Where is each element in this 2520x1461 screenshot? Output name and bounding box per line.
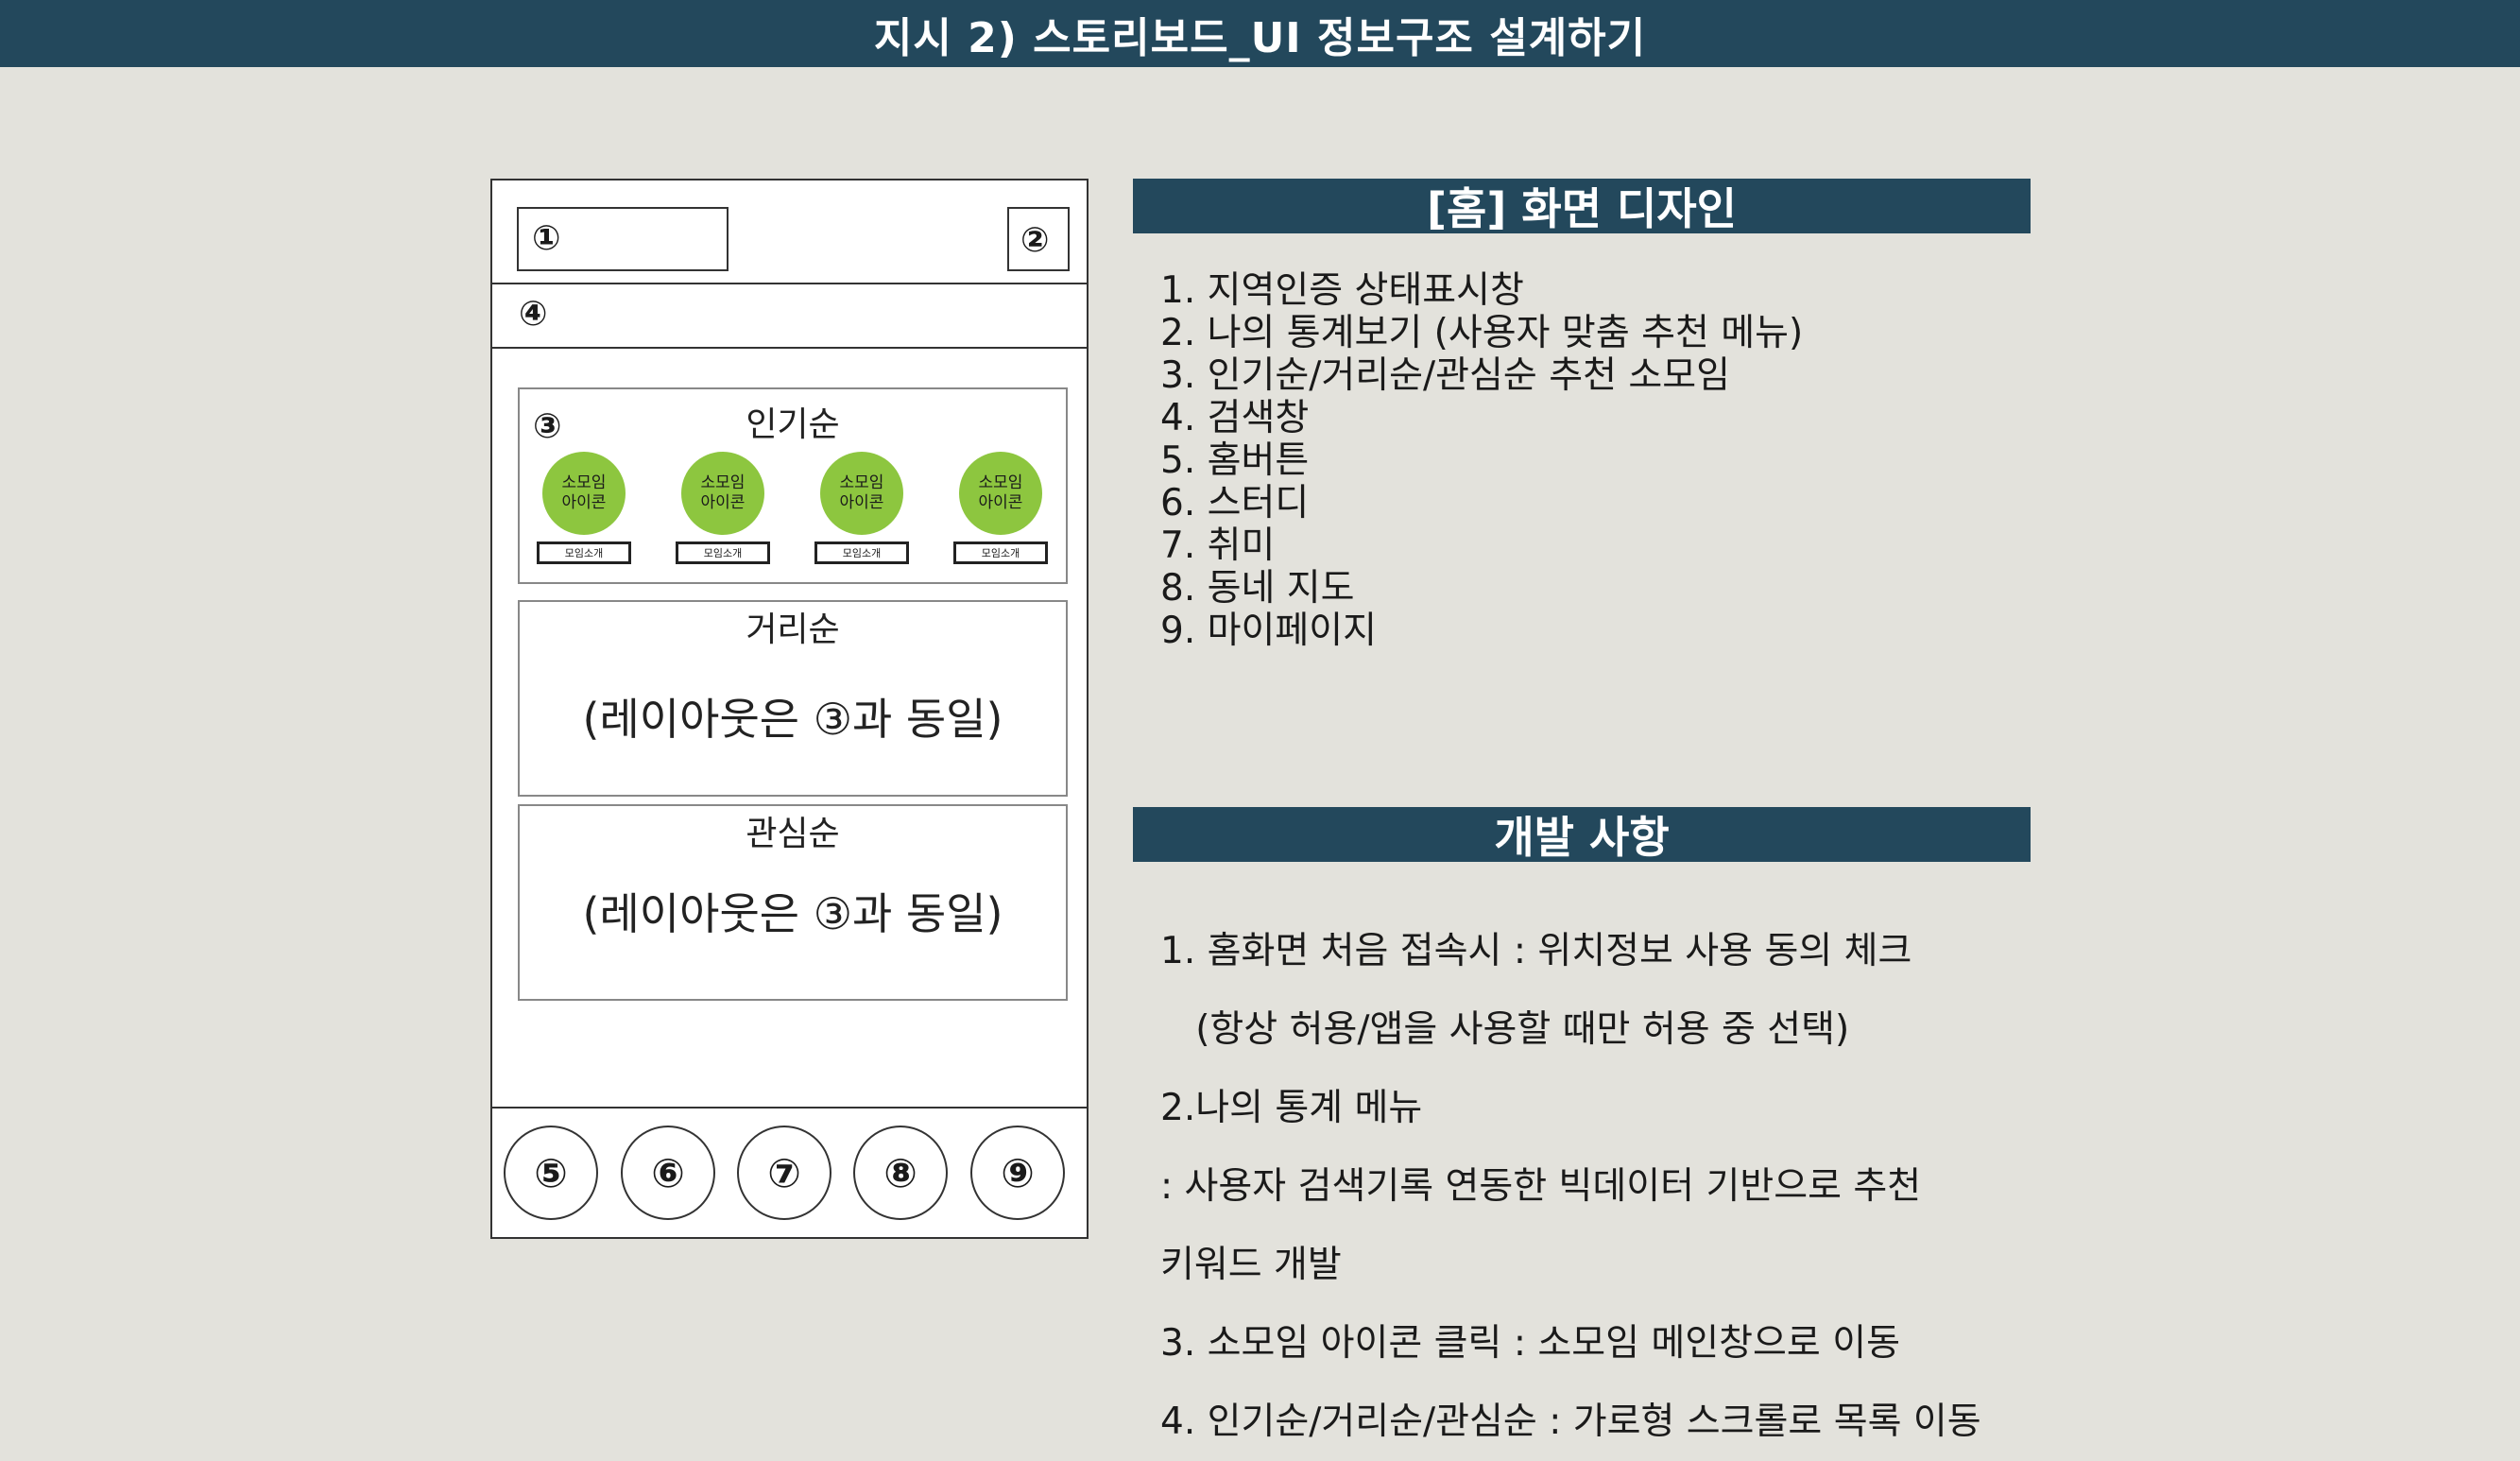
group-intro-button[interactable]: 모임소개 xyxy=(953,541,1048,564)
section-title: 관심순 xyxy=(746,815,840,853)
nav-map-button[interactable]: ⑧ xyxy=(853,1126,948,1220)
popular-section: ③ 인기순 소모임 아이콘 모임소개 소모임 아이콘 모임소개 소모임 아이콘 … xyxy=(518,387,1068,584)
list-item: 3. 인기순/거리순/관심순 추천 소모임 xyxy=(1160,354,1731,397)
divider xyxy=(492,347,1087,349)
dev-title-text: 개발 사항 xyxy=(1494,812,1670,863)
design-title-text: [홈] 화면 디자인 xyxy=(1427,183,1737,234)
list-item: (항상 허용/앱을 사용할 때만 허용 중 선택) xyxy=(1160,1008,1850,1051)
phone-wireframe: ① ② ④ ③ 인기순 소모임 아이콘 모임소개 소모임 아이콘 모임소개 소모… xyxy=(490,179,1089,1239)
dev-list: 1. 홈화면 처음 접속시 : 위치정보 사용 동의 체크 (항상 허용/앱을 … xyxy=(1160,894,1981,1461)
stats-button-box[interactable]: ② xyxy=(1007,207,1070,271)
list-item: 6. 스터디 xyxy=(1160,482,1310,524)
list-item: 3. 소모임 아이콘 클릭 : 소모임 메인창으로 이동 xyxy=(1160,1322,1900,1365)
section-title: 거리순 xyxy=(746,610,840,649)
section-title: 인기순 xyxy=(746,405,840,444)
design-list: 1. 지역인증 상태표시창 2. 나의 통계보기 (사용자 맞춤 추천 메뉴) … xyxy=(1160,269,1803,652)
list-item: 4. 인기순/거리순/관심순 : 가로형 스크롤로 목록 이동 xyxy=(1160,1401,1981,1443)
interest-section: 관심순 (레이아웃은 ③과 동일) xyxy=(518,804,1068,1001)
list-item: 2.나의 통계 메뉴 xyxy=(1160,1087,1423,1129)
marker-4: ④ xyxy=(519,295,548,334)
list-item: 5. 홈버튼 xyxy=(1160,439,1310,482)
nav-mypage-button[interactable]: ⑨ xyxy=(970,1126,1065,1220)
group-intro-button[interactable]: 모임소개 xyxy=(814,541,909,564)
group-intro-button[interactable]: 모임소개 xyxy=(537,541,631,564)
list-item: 1. 지역인증 상태표시창 xyxy=(1160,269,1524,312)
list-item: 9. 마이페이지 xyxy=(1160,610,1378,652)
marker-3: ③ xyxy=(533,407,562,446)
group-icon[interactable]: 소모임 아이콘 xyxy=(681,452,764,535)
layout-note: (레이아웃은 ③과 동일) xyxy=(582,888,1003,939)
list-item: 키워드 개발 xyxy=(1160,1244,1342,1286)
list-item: 4. 검색창 xyxy=(1160,397,1310,439)
nav-study-button[interactable]: ⑥ xyxy=(621,1126,715,1220)
dev-panel-title: 개발 사항 xyxy=(1133,807,2031,863)
group-icon[interactable]: 소모임 아이콘 xyxy=(959,452,1042,535)
divider xyxy=(492,1107,1087,1109)
group-icon[interactable]: 소모임 아이콘 xyxy=(542,452,626,535)
marker-2: ② xyxy=(1020,221,1050,260)
list-item: 7. 취미 xyxy=(1160,524,1276,567)
region-status-box: ① xyxy=(517,207,729,271)
divider xyxy=(492,283,1087,284)
distance-section: 거리순 (레이아웃은 ③과 동일) xyxy=(518,600,1068,797)
page-header: 지시 2) 스토리보드_UI 정보구조 설계하기 xyxy=(0,0,2520,67)
layout-note: (레이아웃은 ③과 동일) xyxy=(582,694,1003,745)
list-item: 2. 나의 통계보기 (사용자 맞춤 추천 메뉴) xyxy=(1160,312,1804,354)
list-item: 8. 동네 지도 xyxy=(1160,567,1355,610)
list-item: : 사용자 검색기록 연동한 빅데이터 기반으로 추천 xyxy=(1160,1165,1922,1208)
design-panel-title: [홈] 화면 디자인 xyxy=(1133,179,2031,234)
group-intro-button[interactable]: 모임소개 xyxy=(676,541,770,564)
nav-hobby-button[interactable]: ⑦ xyxy=(737,1126,831,1220)
page-title: 지시 2) 스토리보드_UI 정보구조 설계하기 xyxy=(873,13,1647,62)
nav-home-button[interactable]: ⑤ xyxy=(504,1126,598,1220)
list-item: 1. 홈화면 처음 접속시 : 위치정보 사용 동의 체크 xyxy=(1160,930,1912,972)
marker-1: ① xyxy=(532,219,561,258)
group-icon[interactable]: 소모임 아이콘 xyxy=(820,452,903,535)
